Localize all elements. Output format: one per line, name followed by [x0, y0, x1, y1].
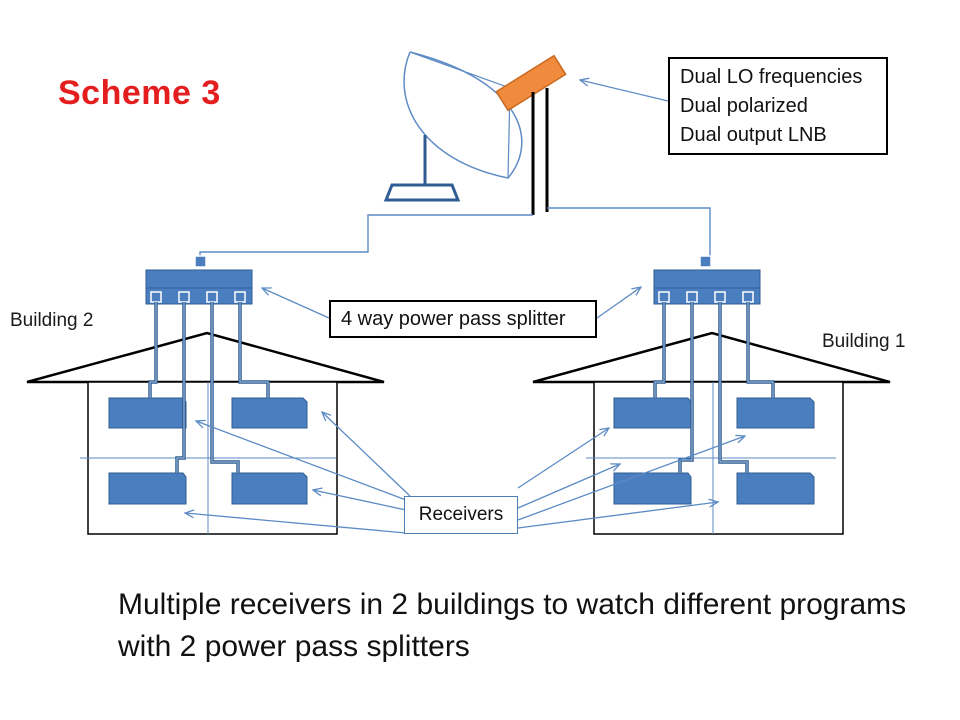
building-left	[26, 331, 385, 535]
scheme-title: Scheme 3	[58, 74, 221, 112]
splitter-right	[653, 255, 761, 305]
building-right	[532, 331, 891, 535]
annotation-arrows	[185, 80, 745, 534]
lnb-info-box: Dual LO frequencies Dual polarized Dual …	[668, 57, 888, 155]
splitter-label-box: 4 way power pass splitter	[329, 300, 597, 338]
lnb-info-line: Dual polarized	[680, 95, 808, 117]
receivers-label-box: Receivers	[404, 496, 518, 534]
diagram-caption: Multiple receivers in 2 buildings to wat…	[118, 588, 907, 663]
receivers-right	[613, 397, 815, 505]
lnb-info-line: Dual LO frequencies	[680, 66, 863, 88]
receivers-left	[108, 397, 308, 505]
satellite-dish-icon	[383, 51, 523, 202]
splitter-label: 4 way power pass splitter	[341, 308, 566, 330]
receivers-label: Receivers	[418, 504, 504, 525]
building-1-label: Building 1	[822, 331, 906, 352]
lnb-info-line: Dual output LNB	[680, 124, 827, 146]
lnb-cables	[199, 207, 711, 258]
building-2-label: Building 2	[10, 310, 94, 331]
lnb-icon	[495, 54, 567, 215]
splitter-left	[145, 255, 253, 305]
